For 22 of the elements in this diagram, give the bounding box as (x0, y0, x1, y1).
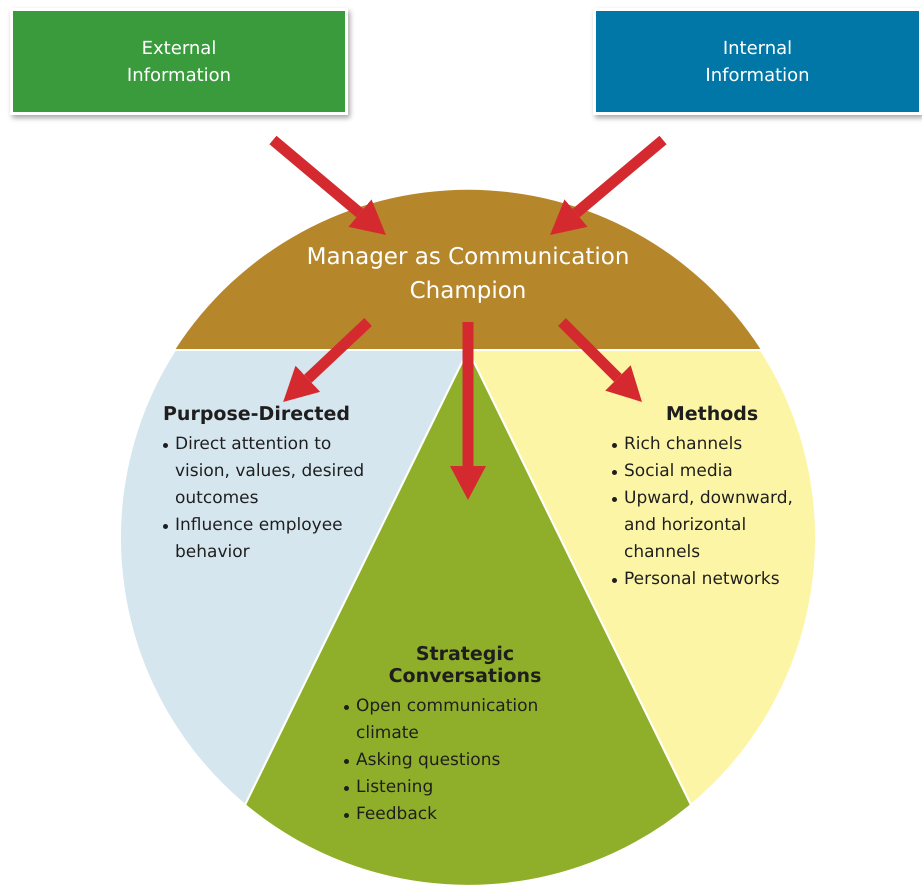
bullet-item: Feedback (344, 801, 586, 828)
info-box (593, 8, 922, 115)
bullet-item: Influence employee behavior (163, 512, 373, 566)
arrow (283, 318, 372, 402)
bullet-item: Upward, downward, and horizontal channels (612, 485, 812, 566)
bullet-item: Open communication climate (344, 693, 586, 747)
info-box (10, 8, 348, 115)
band-label: Manager as Communication Champion (306, 243, 630, 306)
bullet-item: Personal networks (612, 566, 812, 593)
arrow (550, 136, 667, 235)
arrow (269, 136, 386, 235)
segment-heading: Strategic Conversations (388, 643, 542, 687)
segment-heading: Methods (664, 403, 760, 425)
box-label: Internal Information (704, 36, 811, 88)
bullet-item: Rich channels (612, 431, 812, 458)
bullet-item: Asking questions (344, 747, 586, 774)
bullet-item: Direct attention to vision, values, desired outcomes (163, 431, 373, 512)
bullet-item: Listening (344, 774, 586, 801)
box-label: External Information (126, 36, 232, 88)
segment-heading: Purpose-Directed (163, 403, 351, 425)
arrow (558, 318, 642, 402)
bullet-item: Social media (612, 458, 812, 485)
